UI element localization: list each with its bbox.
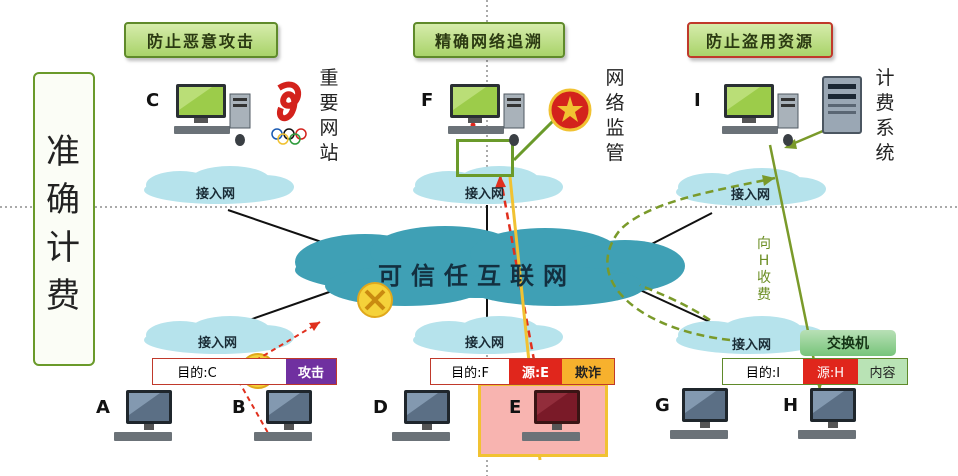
access-net-label: 接入网 bbox=[196, 187, 236, 202]
access-net-label: 接入网 bbox=[731, 188, 771, 203]
computer-c-icon bbox=[174, 84, 251, 146]
label-network-supervision: 网络监管 bbox=[605, 67, 625, 164]
packet-type-content: 内容 bbox=[858, 359, 907, 384]
packet-content: 目的:I 源:H 内容 bbox=[722, 358, 908, 385]
scroll-frame bbox=[33, 72, 95, 366]
access-cloud-bottom-middle bbox=[413, 316, 563, 354]
computer-h-icon bbox=[798, 388, 856, 439]
core-network-label: 可信任互联网 bbox=[378, 262, 576, 290]
node-label-c: C bbox=[146, 90, 160, 111]
blocked-icon bbox=[357, 282, 393, 318]
label-billing-system: 计费系统 bbox=[875, 67, 895, 164]
access-net-label: 接入网 bbox=[198, 336, 238, 351]
billing-arc-lower bbox=[639, 283, 711, 322]
node-label-i: I bbox=[694, 90, 701, 111]
packet-dest: 目的:C bbox=[153, 359, 241, 384]
packet-gap bbox=[241, 359, 286, 384]
computer-e-icon bbox=[522, 390, 580, 441]
packet-dest: 目的:F bbox=[431, 359, 509, 384]
packet-src: 源:H bbox=[803, 359, 858, 384]
banner-prevent-theft: 防止盗用资源 bbox=[687, 22, 833, 58]
banner-prevent-attack: 防止恶意攻击 bbox=[124, 22, 278, 58]
arrow-head bbox=[495, 175, 506, 188]
access-cloud-bottom-right bbox=[676, 316, 826, 354]
access-net-label: 接入网 bbox=[465, 336, 505, 351]
access-cloud-top-middle bbox=[413, 166, 563, 204]
computer-a-icon bbox=[114, 390, 172, 441]
node-label-a: A bbox=[96, 397, 110, 418]
packet-src: 源:E bbox=[509, 359, 562, 384]
arrow-head bbox=[309, 322, 320, 331]
billing-arc bbox=[606, 176, 776, 342]
arrow-head bbox=[762, 175, 775, 186]
computer-g-icon bbox=[670, 388, 728, 439]
access-cloud-top-left bbox=[144, 166, 294, 204]
packet-type-fraud: 欺诈 bbox=[562, 359, 614, 384]
node-label-h: H bbox=[783, 395, 799, 416]
access-net-label: 接入网 bbox=[732, 338, 772, 353]
link-bottom-right bbox=[639, 289, 713, 324]
label-important-site: 重要网站 bbox=[319, 67, 339, 164]
node-label-d: D bbox=[373, 397, 388, 418]
banner-trace: 精确网络追溯 bbox=[413, 22, 565, 58]
node-label-f: F bbox=[421, 90, 434, 111]
computer-f-icon bbox=[448, 84, 525, 146]
olympic-logo-icon bbox=[271, 81, 307, 145]
access-net-label: 接入网 bbox=[465, 187, 505, 202]
packet-attack: 目的:C 攻击 bbox=[152, 358, 337, 385]
attack-arrow-to-core bbox=[247, 321, 321, 366]
access-cloud-bottom-left bbox=[144, 316, 294, 354]
packet-type-attack: 攻击 bbox=[286, 359, 336, 384]
node-label-e: E bbox=[509, 397, 522, 418]
node-label-b: B bbox=[232, 397, 246, 418]
billing-server-icon bbox=[822, 76, 862, 134]
computer-d-icon bbox=[392, 390, 450, 441]
packet-fraud: 目的:F 源:E 欺诈 bbox=[430, 358, 615, 385]
packet-dest: 目的:I bbox=[723, 359, 803, 384]
scroll-text: 准确计费 bbox=[46, 132, 80, 316]
node-label-g: G bbox=[655, 395, 670, 416]
core-cloud bbox=[295, 226, 685, 306]
computer-b-icon bbox=[254, 390, 312, 441]
computer-i-icon bbox=[722, 84, 799, 146]
trace-target-box bbox=[456, 139, 514, 177]
police-badge-icon bbox=[548, 88, 592, 132]
supervision-link bbox=[512, 116, 558, 162]
attack-arrow-from-b bbox=[237, 379, 273, 441]
switch-label: 交换机 bbox=[800, 330, 896, 356]
